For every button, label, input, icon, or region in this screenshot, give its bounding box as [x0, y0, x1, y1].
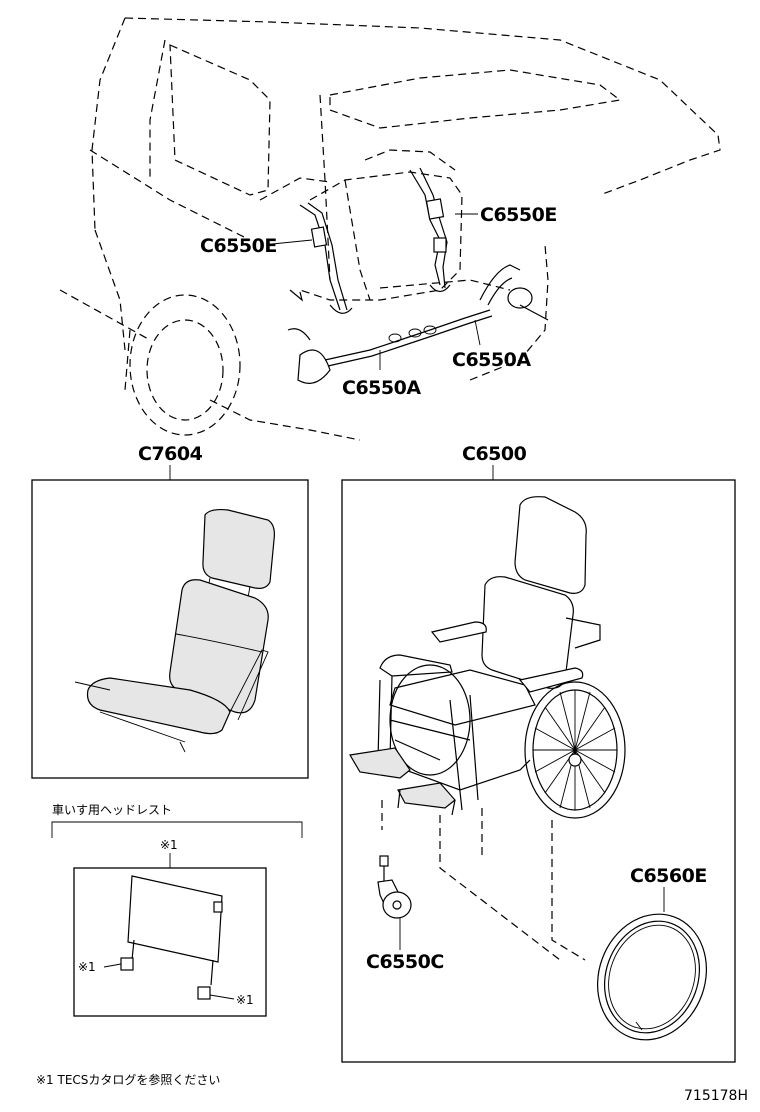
callout-c6550a-left: C6550A: [342, 377, 421, 399]
headrest-mark-right: ※1: [236, 993, 254, 1007]
caster-illustration: [377, 855, 412, 919]
headrest-panel: [73, 867, 267, 1017]
callout-c6550e-right: C6550E: [480, 204, 557, 226]
callout-c7604: C7604: [138, 443, 203, 465]
drawing-number: 715178H: [684, 1088, 748, 1104]
headrest-mark-left: ※1: [78, 960, 96, 974]
callout-c6550e-left: C6550E: [200, 235, 277, 257]
vehicle-rear-illustration: [59, 17, 721, 441]
wheelchair-panel: [341, 479, 736, 1063]
headrest-section-title: 車いす用ヘッドレスト: [52, 803, 172, 817]
callout-c6500: C6500: [462, 443, 527, 465]
footnote: ※1 TECSカタログを参照ください: [36, 1072, 220, 1087]
tire-illustration: [596, 913, 708, 1041]
wheelchair-headrest-illustration: [120, 875, 223, 1000]
seat-illustration: [74, 508, 275, 753]
seat-panel: [31, 479, 309, 779]
callout-c6560e: C6560E: [630, 865, 707, 887]
callout-c6550c: C6550C: [366, 951, 444, 973]
headrest-mark-top: ※1: [160, 838, 178, 852]
wheelchair-illustration: [349, 496, 626, 819]
callout-c6550a-right: C6550A: [452, 349, 531, 371]
